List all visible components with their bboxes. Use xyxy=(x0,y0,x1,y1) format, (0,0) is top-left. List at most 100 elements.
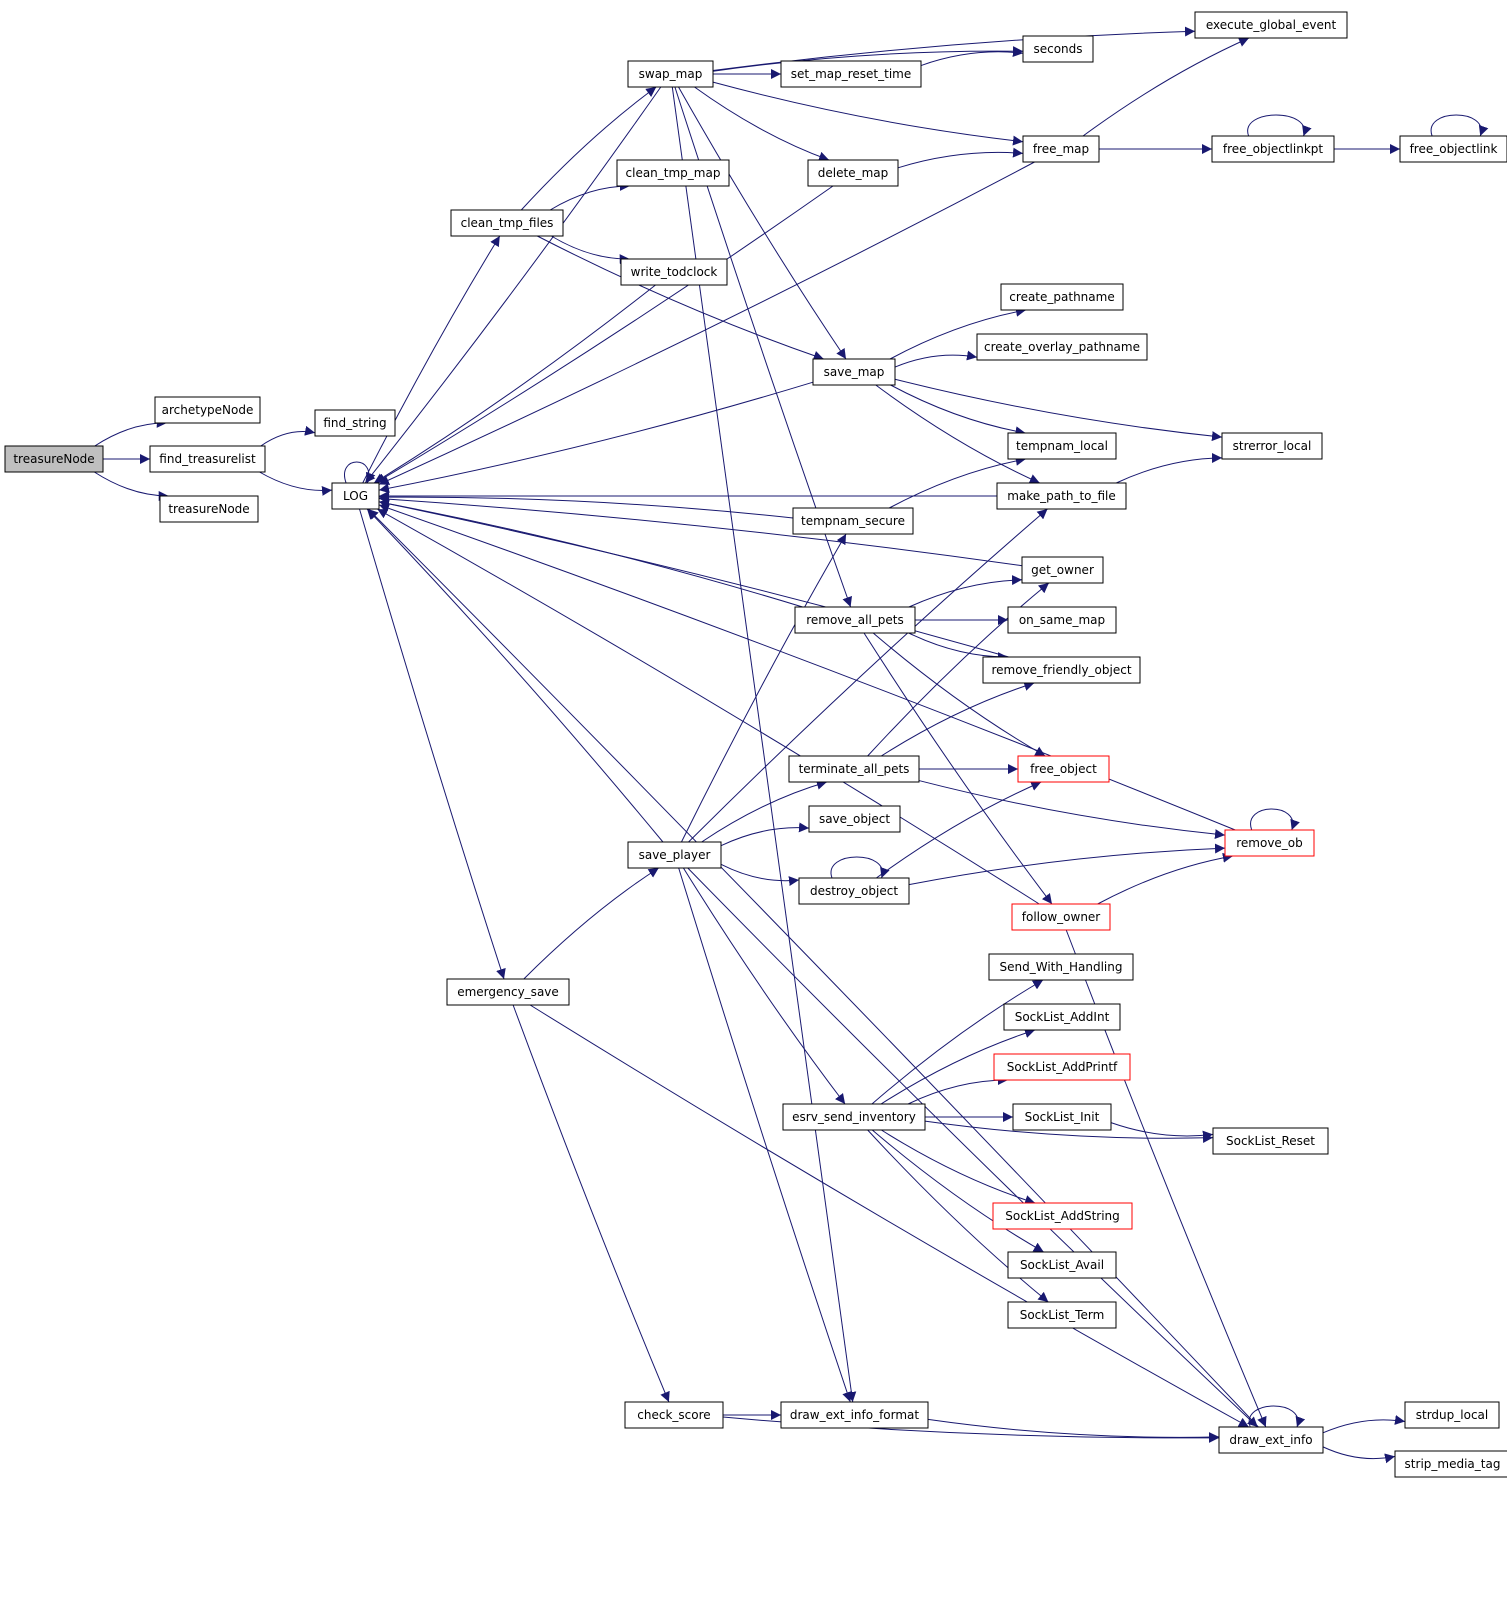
node-send-with-handling[interactable]: Send_With_Handling xyxy=(988,953,1134,981)
node-socklist-reset[interactable]: SockList_Reset xyxy=(1212,1127,1329,1155)
node-free-object[interactable]: free_object xyxy=(1017,755,1110,783)
node-box-treasurenode-callee[interactable] xyxy=(159,495,259,523)
node-box-clean-tmp-map[interactable] xyxy=(616,159,730,187)
node-check-score[interactable]: check_score xyxy=(624,1401,724,1429)
node-find-string[interactable]: find_string xyxy=(314,409,396,437)
node-box-log[interactable] xyxy=(331,482,380,510)
node-box-remove-friendly-object[interactable] xyxy=(982,656,1141,684)
node-box-draw-ext-info[interactable] xyxy=(1218,1426,1324,1454)
node-free-map[interactable]: free_map xyxy=(1022,135,1100,163)
node-box-socklist-addstring[interactable] xyxy=(992,1202,1133,1230)
node-box-terminate-all-pets[interactable] xyxy=(788,755,920,783)
node-tempnam-local[interactable]: tempnam_local xyxy=(1007,432,1117,460)
node-box-tempnam-local[interactable] xyxy=(1007,432,1117,460)
node-box-socklist-reset[interactable] xyxy=(1212,1127,1329,1155)
node-box-follow-owner[interactable] xyxy=(1011,903,1111,931)
node-box-save-map[interactable] xyxy=(812,358,896,386)
node-find-treasurelist[interactable]: find_treasurelist xyxy=(149,445,266,473)
node-box-seconds[interactable] xyxy=(1022,35,1094,63)
node-box-treasurenode-root[interactable] xyxy=(4,445,104,473)
node-socklist-addstring[interactable]: SockList_AddString xyxy=(992,1202,1133,1230)
node-box-emergency-save[interactable] xyxy=(446,978,570,1006)
node-save-object[interactable]: save_object xyxy=(808,805,901,833)
node-box-save-player[interactable] xyxy=(627,841,722,869)
node-box-free-objectlink[interactable] xyxy=(1399,135,1507,163)
node-remove-ob[interactable]: remove_ob xyxy=(1224,829,1315,857)
node-delete-map[interactable]: delete_map xyxy=(807,159,899,187)
node-socklist-init[interactable]: SockList_Init xyxy=(1012,1103,1112,1131)
node-save-player[interactable]: save_player xyxy=(627,841,722,869)
node-tempnam-secure[interactable]: tempnam_secure xyxy=(792,507,914,535)
node-box-free-objectlinkpt[interactable] xyxy=(1211,135,1335,163)
node-esrv-send-inventory[interactable]: esrv_send_inventory xyxy=(782,1103,926,1131)
node-on-same-map[interactable]: on_same_map xyxy=(1007,606,1117,634)
node-log[interactable]: LOG xyxy=(331,482,380,510)
node-remove-all-pets[interactable]: remove_all_pets xyxy=(794,606,916,634)
node-treasurenode-root[interactable]: treasureNode xyxy=(4,445,104,473)
node-clean-tmp-files[interactable]: clean_tmp_files xyxy=(450,209,564,237)
node-free-objectlink[interactable]: free_objectlink xyxy=(1399,135,1507,163)
node-destroy-object[interactable]: destroy_object xyxy=(798,877,910,905)
node-swap-map[interactable]: swap_map xyxy=(627,60,714,88)
node-box-get-owner[interactable] xyxy=(1021,556,1104,584)
node-box-remove-all-pets[interactable] xyxy=(794,606,916,634)
node-box-strdup-local[interactable] xyxy=(1404,1401,1500,1429)
node-box-free-object[interactable] xyxy=(1017,755,1110,783)
node-box-remove-ob[interactable] xyxy=(1224,829,1315,857)
node-strerror-local[interactable]: strerror_local xyxy=(1221,432,1323,460)
node-follow-owner[interactable]: follow_owner xyxy=(1011,903,1111,931)
node-box-execute-global-event[interactable] xyxy=(1194,11,1348,39)
node-execute-global-event[interactable]: execute_global_event xyxy=(1194,11,1348,39)
node-treasurenode-callee[interactable]: treasureNode xyxy=(159,495,259,523)
node-box-write-todclock[interactable] xyxy=(620,258,728,286)
node-box-make-path-to-file[interactable] xyxy=(996,482,1127,510)
node-socklist-addprintf[interactable]: SockList_AddPrintf xyxy=(993,1053,1131,1081)
node-box-clean-tmp-files[interactable] xyxy=(450,209,564,237)
node-box-socklist-addint[interactable] xyxy=(1003,1003,1121,1031)
node-box-find-treasurelist[interactable] xyxy=(149,445,266,473)
node-box-socklist-addprintf[interactable] xyxy=(993,1053,1131,1081)
node-socklist-avail[interactable]: SockList_Avail xyxy=(1007,1251,1117,1279)
node-box-create-pathname[interactable] xyxy=(1000,283,1124,311)
node-strdup-local[interactable]: strdup_local xyxy=(1404,1401,1500,1429)
node-get-owner[interactable]: get_owner xyxy=(1021,556,1104,584)
node-free-objectlinkpt[interactable]: free_objectlinkpt xyxy=(1211,135,1335,163)
node-draw-ext-info-format[interactable]: draw_ext_info_format xyxy=(780,1401,929,1429)
node-box-archetypenode[interactable] xyxy=(154,396,261,424)
node-box-destroy-object[interactable] xyxy=(798,877,910,905)
node-box-socklist-avail[interactable] xyxy=(1007,1251,1117,1279)
node-strip-media-tag[interactable]: strip_media_tag xyxy=(1394,1450,1507,1478)
node-box-find-string[interactable] xyxy=(314,409,396,437)
node-box-esrv-send-inventory[interactable] xyxy=(782,1103,926,1131)
node-box-draw-ext-info-format[interactable] xyxy=(780,1401,929,1429)
node-box-tempnam-secure[interactable] xyxy=(792,507,914,535)
node-box-set-map-reset-time[interactable] xyxy=(780,60,922,88)
node-socklist-addint[interactable]: SockList_AddInt xyxy=(1003,1003,1121,1031)
node-box-check-score[interactable] xyxy=(624,1401,724,1429)
node-create-overlay-pathname[interactable]: create_overlay_pathname xyxy=(976,333,1148,361)
node-clean-tmp-map[interactable]: clean_tmp_map xyxy=(616,159,730,187)
node-box-strip-media-tag[interactable] xyxy=(1394,1450,1507,1478)
node-box-socklist-term[interactable] xyxy=(1007,1301,1117,1329)
node-box-on-same-map[interactable] xyxy=(1007,606,1117,634)
node-set-map-reset-time[interactable]: set_map_reset_time xyxy=(780,60,922,88)
node-box-send-with-handling[interactable] xyxy=(988,953,1134,981)
node-archetypenode[interactable]: archetypeNode xyxy=(154,396,261,424)
node-box-create-overlay-pathname[interactable] xyxy=(976,333,1148,361)
node-box-strerror-local[interactable] xyxy=(1221,432,1323,460)
node-box-swap-map[interactable] xyxy=(627,60,714,88)
node-box-free-map[interactable] xyxy=(1022,135,1100,163)
node-make-path-to-file[interactable]: make_path_to_file xyxy=(996,482,1127,510)
node-terminate-all-pets[interactable]: terminate_all_pets xyxy=(788,755,920,783)
node-remove-friendly-object[interactable]: remove_friendly_object xyxy=(982,656,1141,684)
node-socklist-term[interactable]: SockList_Term xyxy=(1007,1301,1117,1329)
node-box-save-object[interactable] xyxy=(808,805,901,833)
node-write-todclock[interactable]: write_todclock xyxy=(620,258,728,286)
node-emergency-save[interactable]: emergency_save xyxy=(446,978,570,1006)
node-box-delete-map[interactable] xyxy=(807,159,899,187)
node-create-pathname[interactable]: create_pathname xyxy=(1000,283,1124,311)
node-draw-ext-info[interactable]: draw_ext_info xyxy=(1218,1426,1324,1454)
node-box-socklist-init[interactable] xyxy=(1012,1103,1112,1131)
node-save-map[interactable]: save_map xyxy=(812,358,896,386)
node-seconds[interactable]: seconds xyxy=(1022,35,1094,63)
